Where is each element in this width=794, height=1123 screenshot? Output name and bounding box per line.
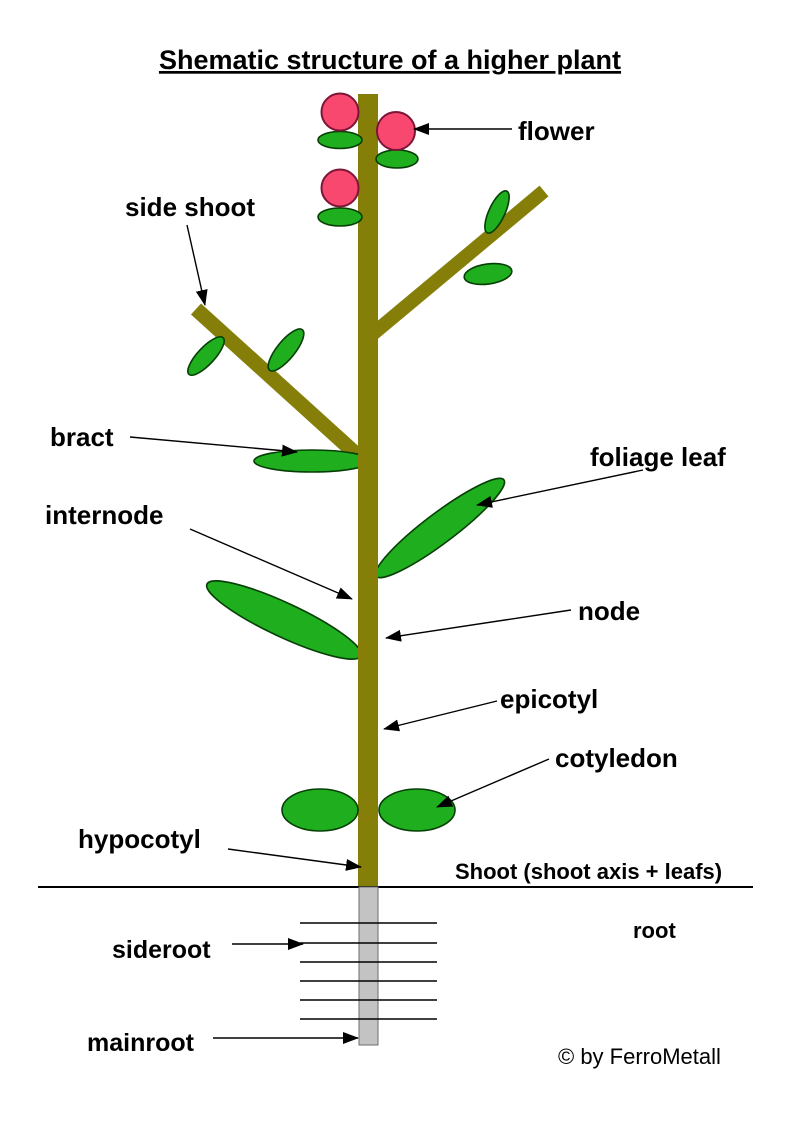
label-flower: flower [518,116,595,146]
cotyledon-left [281,788,359,832]
internode-arrow [189,528,353,600]
main-stem [358,94,378,887]
right-side-shoot [363,185,549,344]
label-root: root [633,918,676,943]
flower-3 [320,168,360,208]
page-title: Shematic structure of a higher plant [159,45,621,75]
label-sideroot: sideroot [112,936,211,964]
flower-leaf-1 [317,130,363,150]
flower-2 [376,111,416,151]
hypocotyl-arrow [227,848,362,871]
label-hypocotyl: hypocotyl [78,824,201,854]
left-side-shoot [190,303,372,469]
cotyledon-arrow [436,758,550,808]
label-shoot: Shoot (shoot axis + leafs) [455,859,722,884]
label-mainroot: mainroot [87,1029,195,1057]
bract-leaf [253,449,371,473]
copyright-text: © by FerroMetall [558,1044,721,1069]
foliage-leaf-arrow [476,469,644,508]
right-shoot-leaf-lower [463,262,513,286]
right-shoot-leaf-upper [484,190,510,234]
bract-arrow [129,436,298,457]
label-node: node [578,596,640,626]
flower-leaf-3 [317,207,363,227]
main-root [358,886,379,1046]
label-cotyledon: cotyledon [555,743,678,773]
flower-leaf-2 [375,149,419,169]
label-internode: internode [45,500,163,530]
cotyledon-right [378,788,456,832]
left-stem-leaf [205,580,363,660]
label-epicotyl: epicotyl [500,684,598,714]
node-arrow [385,609,572,642]
side-shoot-leaf-right [267,328,305,372]
label-side-shoot: side shoot [125,192,255,222]
side-shoot-arrow [186,224,208,306]
foliage-leaf [374,477,506,579]
label-bract: bract [50,422,114,452]
label-foliage-leaf: foliage leaf [590,442,726,472]
flower-1 [320,92,360,132]
epicotyl-arrow [383,700,498,732]
side-shoot-leaf-left [187,336,225,376]
